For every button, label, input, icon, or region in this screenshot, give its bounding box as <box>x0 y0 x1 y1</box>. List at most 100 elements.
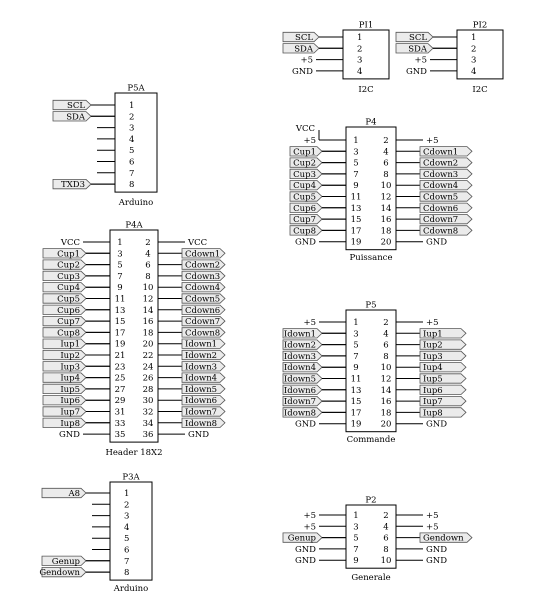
net-label: Iup1 <box>423 329 443 339</box>
pin-number: 27 <box>115 385 126 395</box>
net-label: Idown8 <box>284 408 316 418</box>
pin-number: 29 <box>115 396 126 406</box>
net-flag <box>289 180 323 191</box>
net-label: Idown7 <box>185 408 217 418</box>
net-label: +5 <box>303 511 316 521</box>
net-flag <box>181 395 226 406</box>
net-flag <box>181 282 226 293</box>
pin-number: 1 <box>353 511 358 521</box>
pin-number: 2 <box>124 500 129 510</box>
net-flag <box>42 417 87 428</box>
pin-number: 6 <box>383 341 388 351</box>
net-flag <box>419 225 473 236</box>
net-label: Idown6 <box>185 396 217 406</box>
net-flag <box>282 328 323 339</box>
pin-number: 2 <box>383 318 388 328</box>
net-label: A8 <box>67 489 80 499</box>
pin-number: 10 <box>143 283 154 293</box>
pin-number: 10 <box>381 556 392 566</box>
pin-number: 12 <box>381 375 392 385</box>
pin-number: 6 <box>124 546 129 556</box>
pin-number: 5 <box>353 534 358 544</box>
net-flag <box>282 532 323 543</box>
net-flag <box>395 31 434 43</box>
pin-number: 2 <box>145 238 150 248</box>
pin-number: 12 <box>381 193 392 203</box>
pin-number: 4 <box>471 67 476 77</box>
pin-number: 35 <box>115 430 126 440</box>
component-body <box>345 504 397 569</box>
pin-number: 3 <box>117 249 122 259</box>
net-flag <box>289 146 323 157</box>
net-label: SCL <box>295 33 313 43</box>
pin-number: 13 <box>115 306 126 316</box>
component-body <box>109 481 153 581</box>
net-label: GND <box>295 545 316 555</box>
net-label: +5 <box>426 511 439 521</box>
pin-number: 7 <box>117 272 122 282</box>
net-label: +5 <box>426 136 439 146</box>
net-flag <box>181 315 226 327</box>
net-label: GND <box>426 545 447 555</box>
net-flag <box>419 339 467 350</box>
pin-number: 14 <box>381 386 392 396</box>
component-reference: P2 <box>365 496 376 506</box>
component-name: Generale <box>351 573 390 583</box>
net-flag <box>181 270 226 282</box>
pin-number: 25 <box>115 374 126 384</box>
pin-number: 2 <box>129 112 134 122</box>
pin-number: 3 <box>357 56 362 66</box>
net-flag <box>289 168 323 180</box>
pin-number: 6 <box>383 159 388 169</box>
component-reference: P4 <box>365 118 376 128</box>
component-name: Puissance <box>350 253 393 263</box>
net-label: Cup5 <box>57 295 80 305</box>
net-flag <box>419 180 473 191</box>
pin-number: 5 <box>353 341 358 351</box>
net-flag <box>52 111 92 122</box>
net-label: GND <box>295 238 316 248</box>
pin-number: 4 <box>383 522 388 532</box>
pin-number: 1 <box>124 489 129 499</box>
net-label: Iup7 <box>423 397 443 407</box>
pin-number: 5 <box>353 159 358 169</box>
net-label: Gendown <box>423 534 464 544</box>
net-label: Genup <box>52 557 81 567</box>
net-flag <box>42 383 87 395</box>
net-flag <box>41 567 87 578</box>
net-label: Cdown4 <box>423 181 458 191</box>
net-label: GND <box>426 420 447 430</box>
pin-number: 1 <box>353 318 358 328</box>
net-flag <box>181 293 226 304</box>
net-flag <box>289 191 323 202</box>
pin-number: 8 <box>124 568 129 578</box>
pin-number: 21 <box>115 351 126 361</box>
pin-number: 16 <box>143 317 154 327</box>
pin-number: 22 <box>143 351 154 361</box>
net-flag <box>282 339 323 350</box>
net-label: Idown2 <box>185 351 217 361</box>
net-label: GND <box>295 420 316 430</box>
pin-number: 16 <box>381 215 392 225</box>
net-label: VCC <box>187 238 207 248</box>
component-reference: PI1 <box>359 21 374 31</box>
net-label: TXD3 <box>61 180 85 190</box>
pin-number: 12 <box>143 295 154 305</box>
net-label: GND <box>426 556 447 566</box>
net-flag <box>42 338 87 349</box>
pin-number: 5 <box>117 261 122 271</box>
net-label: Cup6 <box>57 306 80 316</box>
component-body <box>342 29 390 80</box>
net-label: SCL <box>409 33 427 43</box>
net-label: Cdown6 <box>423 204 458 214</box>
net-label: Iup8 <box>423 408 443 418</box>
